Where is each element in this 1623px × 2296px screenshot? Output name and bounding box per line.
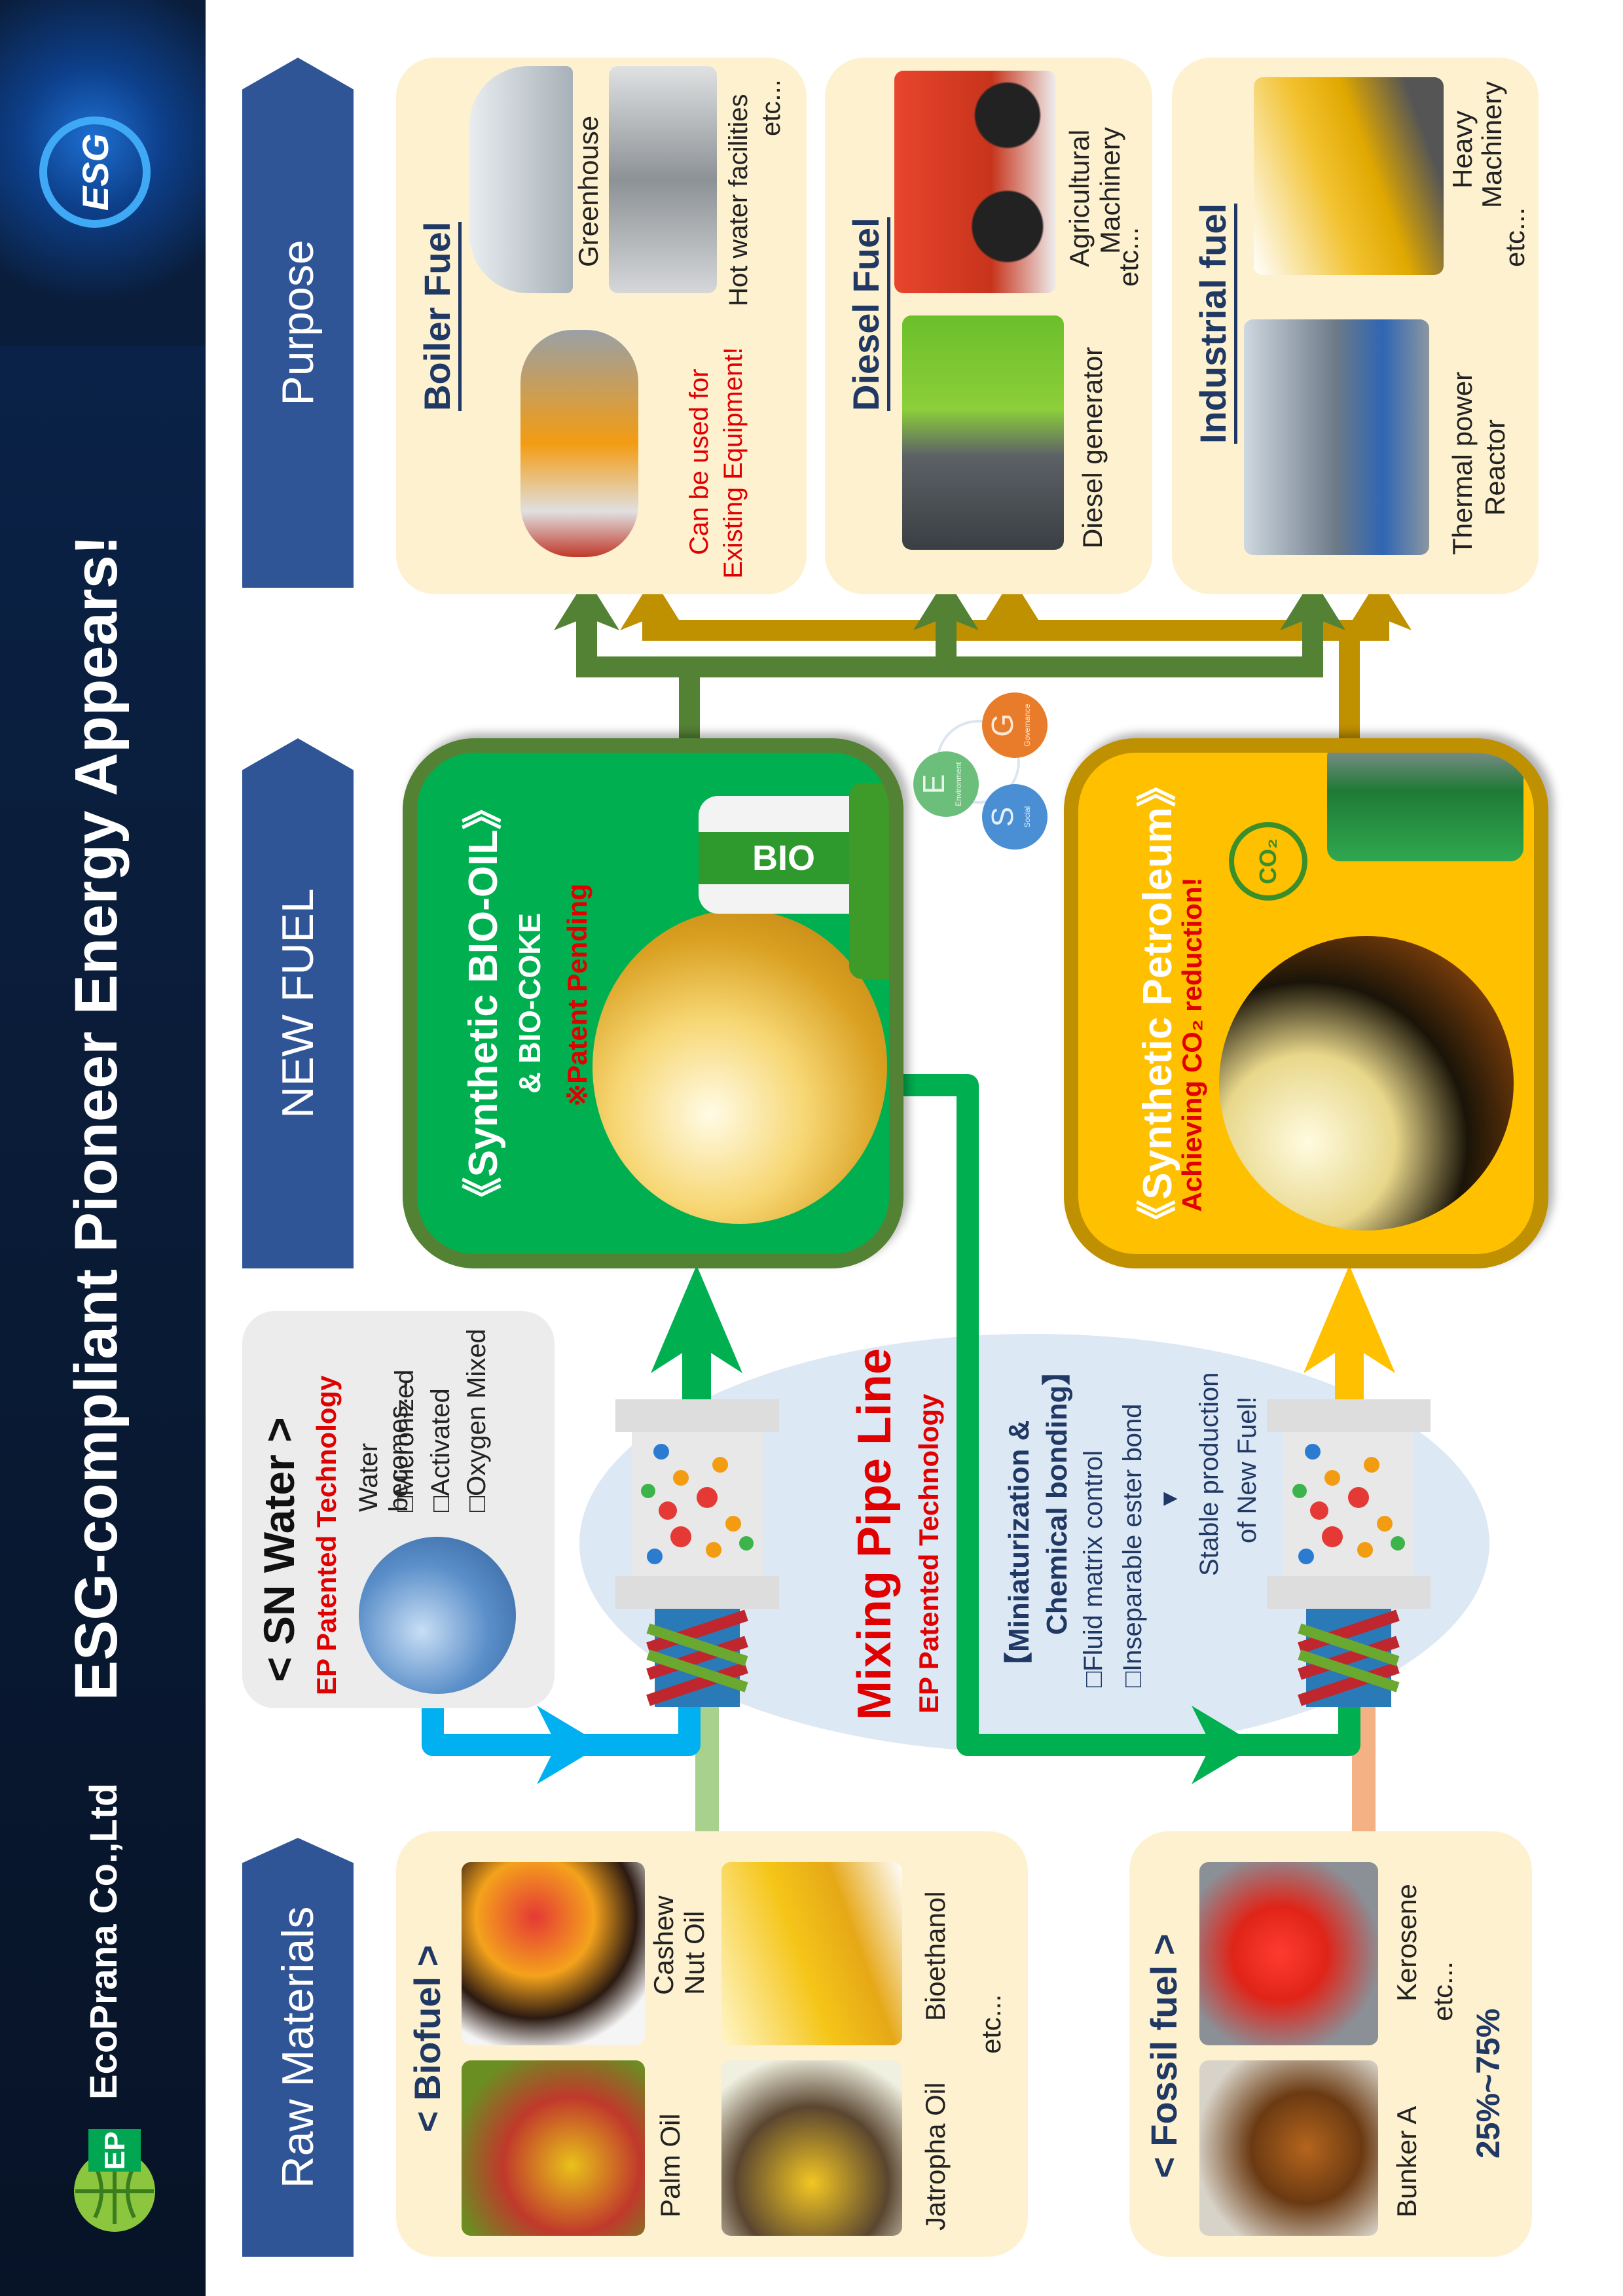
esg-g-label: Governance xyxy=(1023,704,1032,747)
esg-e-label: Environment xyxy=(954,762,963,806)
greenhouse-image xyxy=(469,66,573,293)
esg-s-label: Social xyxy=(1023,806,1032,828)
greenhouse-label: Greenhouse xyxy=(573,115,604,267)
fossil-etc: etc... xyxy=(1427,1961,1458,2021)
hot-water-label: Hot water facilities xyxy=(724,94,753,306)
industrial-fuel-title: Industrial fuel xyxy=(1192,203,1237,444)
industrial-fuel-box: Industrial fuel Thermal power Reactor et… xyxy=(1172,58,1539,594)
bio-oil-to-pipe-arrowhead xyxy=(1192,1706,1257,1784)
machinery-label: Machinery xyxy=(1476,81,1507,208)
reactor-label: Reactor xyxy=(1480,419,1510,516)
bio-barrel-image: BIO xyxy=(699,796,869,914)
bioethanol-image xyxy=(721,1862,902,2045)
patent-pending: ※Patent Pending xyxy=(562,884,593,1107)
mixing-pipe-2 xyxy=(1260,1399,1437,1707)
bio-oil-to-pipe-arrow xyxy=(877,1074,1360,1756)
barrel-label: BIO xyxy=(699,832,869,884)
mixing-bullet: □Inseparable ester bond xyxy=(1118,1403,1147,1687)
hot-water-facility-image xyxy=(609,66,717,293)
agricultural-label: Agricultural xyxy=(1064,129,1095,267)
fossil-fuel-box: < Fossil fuel > Bunker A Kerosene etc...… xyxy=(1129,1831,1532,2257)
mixing-heading: Chemical bonding】 xyxy=(1041,1356,1073,1635)
biofuel-etc: etc... xyxy=(976,1994,1006,2054)
jatropha-oil-image xyxy=(721,2060,902,2236)
mixing-bullet: □Fluid matrix control xyxy=(1079,1450,1108,1687)
esg-s-letter: S xyxy=(985,806,1019,827)
boiler-fuel-title: Boiler Fuel xyxy=(416,221,462,411)
esg-governance-circle: G Governance xyxy=(982,692,1048,758)
bunker-a-image xyxy=(1199,2060,1378,2236)
sn-water-line: □Oxygen Mixed xyxy=(462,1329,491,1512)
bioethanol-label: Bioethanol xyxy=(920,1891,951,2022)
kerosene-label: Kerosene xyxy=(1391,1884,1422,2001)
thermal-power-plant-image xyxy=(1244,319,1429,555)
bio-oil-box: 《Synthetic BIO-OIL》 & BIO-COKE ※Patent P… xyxy=(403,738,903,1268)
pipe-to-petroleum-arrowhead xyxy=(1304,1265,1395,1373)
sn-water-box: < SN Water > EP Patented Technology Wate… xyxy=(242,1311,555,1708)
thermal-power-label: Thermal power xyxy=(1447,371,1478,555)
bunker-a-label: Bunker A xyxy=(1391,2106,1422,2217)
mixing-down-arrow: ▼ xyxy=(1156,1487,1182,1511)
biofuel-box: < Biofuel > Palm Oil Cashew Nut Oil Jatr… xyxy=(396,1831,1028,2257)
blend-ratio: 25%~75% xyxy=(1470,2008,1506,2159)
gold-distribution-arrows xyxy=(620,578,1412,738)
boiler-etc: etc... xyxy=(757,79,786,136)
co2-icon: CO₂ xyxy=(1229,822,1307,901)
existing-equipment-note: Existing Equipment! xyxy=(719,347,748,579)
sn-water-arrowhead xyxy=(537,1706,602,1784)
mixing-result: Stable production xyxy=(1195,1372,1224,1576)
truck-image xyxy=(1327,744,1523,861)
bio-oil-subtitle: & BIO-COKE xyxy=(513,913,547,1094)
ep-logo: EP xyxy=(62,2126,160,2237)
sn-water-subtitle: EP Patented Technology xyxy=(311,1375,342,1695)
pipe-to-bio-oil-arrowhead xyxy=(651,1265,742,1373)
jatropha-oil-label: Jatropha Oil xyxy=(920,2082,951,2231)
sn-water-line: □Micronized xyxy=(390,1369,419,1512)
sn-water-title: < SN Water > xyxy=(255,1417,303,1682)
cashew-label: Cashew xyxy=(648,1895,679,1995)
diesel-fuel-title: Diesel Fuel xyxy=(845,217,890,411)
petroleum-title: 《Synthetic Petroleum》 xyxy=(1135,766,1180,1240)
excavator-image xyxy=(1254,77,1444,275)
heavy-label: Heavy xyxy=(1447,110,1478,188)
synthetic-petroleum-box: 《Synthetic Petroleum》 Achieving CO₂ redu… xyxy=(1064,738,1548,1268)
diesel-generator-image xyxy=(902,315,1064,550)
machinery-label: Machinery xyxy=(1095,127,1125,254)
esg-social-circle: S Social xyxy=(982,784,1048,850)
diesel-fuel-box: Diesel Fuel Diesel generator etc... Agri… xyxy=(825,58,1152,594)
kerosene-image xyxy=(1199,1862,1378,2045)
tractor-image xyxy=(894,71,1056,293)
boiler-image xyxy=(520,330,638,557)
esg-e-letter: E xyxy=(917,774,951,795)
mixing-title: Mixing Pipe Line xyxy=(848,1348,901,1720)
diesel-generator-label: Diesel generator xyxy=(1077,346,1108,548)
biofuel-title: < Biofuel > xyxy=(407,1945,448,2132)
petroleum-oil-image xyxy=(1219,936,1514,1230)
green-distribution-arrows xyxy=(554,578,1345,738)
esg-g-letter: G xyxy=(985,713,1019,737)
mixing-pipe-1 xyxy=(609,1399,786,1707)
bio-oil-title: 《Synthetic BIO-OIL》 xyxy=(461,789,506,1218)
nut-oil-label: Nut Oil xyxy=(679,1910,710,1995)
cashew-nut-oil-image xyxy=(462,1862,645,2045)
svg-text:EP: EP xyxy=(99,2132,131,2170)
mixing-subtitle: EP Patented Technology xyxy=(913,1393,944,1713)
sn-water-image xyxy=(359,1537,516,1694)
industrial-etc: etc... xyxy=(1499,207,1530,267)
co2-reduction-note: Achieving CO₂ reduction! xyxy=(1176,877,1207,1212)
palm-oil-label: Palm Oil xyxy=(655,2113,685,2217)
green-barrels-image xyxy=(849,783,903,979)
fossil-title: < Fossil fuel > xyxy=(1143,1933,1184,2178)
boiler-fuel-box: Boiler Fuel Greenhouse Hot water facilit… xyxy=(396,58,807,594)
oil-droplet-image xyxy=(593,910,887,1224)
sn-water-line: □Activated xyxy=(426,1388,455,1512)
palm-oil-image xyxy=(462,2060,645,2236)
mixing-result: of New Fuel! xyxy=(1233,1396,1262,1543)
existing-equipment-note: Can be used for xyxy=(685,368,714,555)
mixing-heading: 【Miniaturization & xyxy=(1003,1420,1035,1681)
